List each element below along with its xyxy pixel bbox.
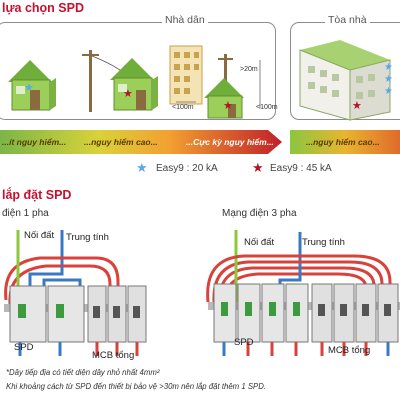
- distance-label-1: <100m: [172, 104, 194, 111]
- risk-level-high-building: ...nguy hiểm cao...: [306, 137, 380, 147]
- red-star-icon-house3: ★: [223, 99, 233, 112]
- footnote-ground-wire: *Dây tiếp địa có tiết diện dây nhỏ nhất …: [6, 368, 160, 377]
- three-phase-mcb-label: MCB tổng: [328, 345, 371, 356]
- single-phase-spd-label: SPD: [14, 342, 34, 353]
- height-label: >20m: [240, 66, 258, 73]
- footnote-distance: Khi khoảng cách từ SPD đến thiết bị bảo …: [6, 382, 267, 391]
- apartment-illustration: [169, 45, 203, 105]
- red-star-icon: ★: [252, 160, 264, 175]
- single-phase-neutral-label: Trung tính: [66, 232, 109, 243]
- red-star-icon-building: ★: [352, 99, 362, 112]
- single-phase-ground-label: Nối đất: [24, 230, 55, 241]
- blue-star-icon-building-2: ★: [384, 74, 393, 85]
- risk-scale-bar: [0, 130, 400, 154]
- office-building-illustration: [299, 40, 391, 121]
- three-phase-title: Mạng điện 3 pha: [222, 208, 297, 219]
- blue-star-icon-building-1: ★: [384, 62, 393, 73]
- selection-illustrations: ★ ★ ★: [8, 40, 393, 121]
- distance-label-2: <100m: [256, 104, 278, 111]
- utility-pole-2: [218, 54, 233, 104]
- blue-star-icon: ★: [136, 160, 148, 175]
- risk-level-extreme: ...Cực kỳ nguy hiểm...: [186, 137, 274, 147]
- risk-level-low: ...ít nguy hiểm...: [2, 137, 67, 147]
- red-star-icon-house2: ★: [123, 87, 133, 100]
- house-3-illustration: [204, 78, 244, 119]
- residential-label: Nhà dân: [162, 14, 208, 26]
- three-phase-ground-label: Nối đất: [244, 237, 275, 248]
- legend-45ka: Easy9 : 45 kA: [270, 163, 332, 174]
- legend-20ka: Easy9 : 20 kA: [156, 163, 218, 174]
- section-title-installation: lắp đặt SPD: [2, 188, 72, 202]
- three-phase-diagram: [206, 230, 400, 356]
- house-1-illustration: [8, 60, 56, 111]
- single-phase-title: điện 1 pha: [2, 208, 49, 219]
- three-phase-neutral-label: Trung tính: [302, 237, 345, 248]
- single-phase-diagram: [4, 230, 147, 356]
- three-phase-spd-label: SPD: [234, 337, 254, 348]
- blue-star-icon-house1: ★: [24, 81, 34, 94]
- blue-star-icon-building-3: ★: [384, 86, 393, 97]
- section-title-selection: lựa chọn SPD: [2, 1, 84, 15]
- risk-level-high: ...nguy hiểm cao...: [84, 137, 158, 147]
- house-2-illustration: [110, 58, 158, 111]
- single-phase-mcb-label: MCB tổng: [92, 350, 135, 361]
- building-label: Tòa nhà: [325, 14, 370, 26]
